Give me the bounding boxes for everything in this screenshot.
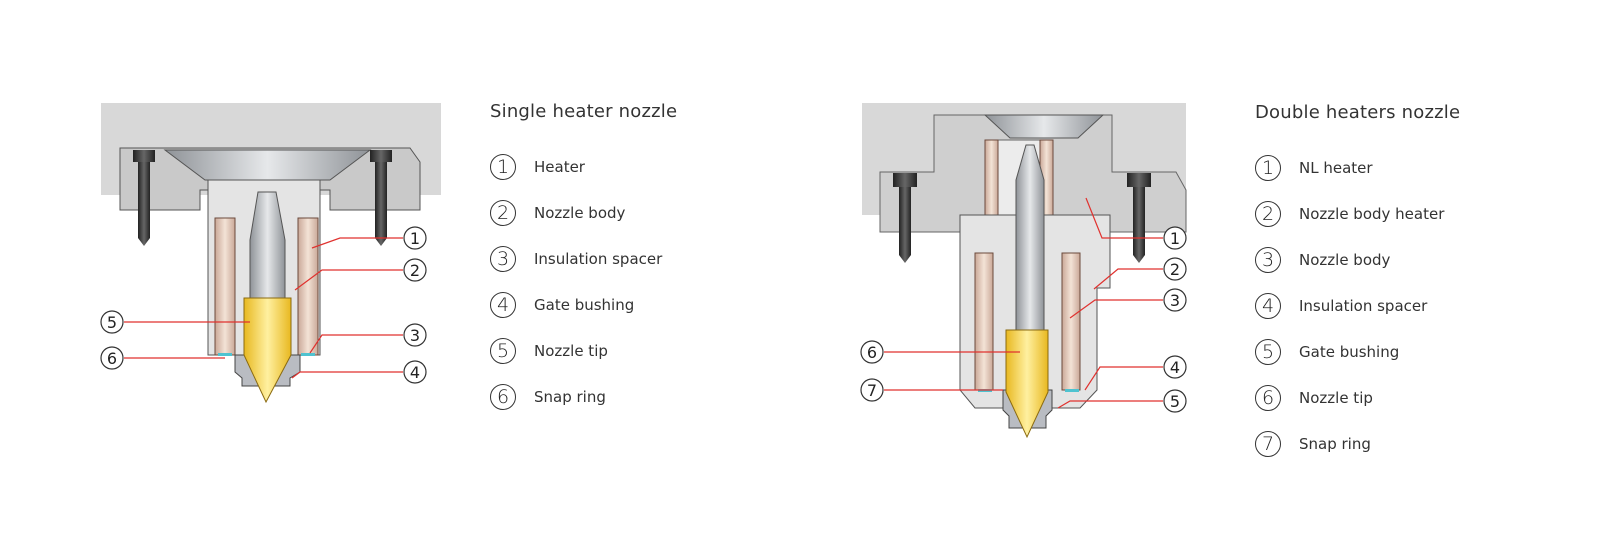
callout-3: 3 — [1170, 291, 1180, 310]
legend-item: 6 Nozzle tip — [1255, 375, 1460, 421]
callout-4: 4 — [410, 363, 420, 382]
bolt-left — [893, 173, 917, 187]
legend-label: Gate bushing — [1299, 343, 1400, 361]
number-badge: 5 — [490, 338, 516, 364]
nozzle-tip — [243, 297, 292, 404]
nl-heater-left — [984, 139, 999, 219]
callout-2: 2 — [410, 261, 420, 280]
legend-item: 3 Nozzle body — [1255, 237, 1460, 283]
number-badge: 3 — [1255, 247, 1281, 273]
number-badge: 6 — [1255, 385, 1281, 411]
legend-label: Nozzle tip — [1299, 389, 1373, 407]
number-badge: 1 — [1255, 155, 1281, 181]
callout-5: 5 — [107, 313, 117, 332]
legend-label: Heater — [534, 158, 585, 176]
callout-3: 3 — [410, 326, 420, 345]
number-badge: 3 — [490, 246, 516, 272]
legend-label: Snap ring — [534, 388, 606, 406]
legend-item: 1 NL heater — [1255, 145, 1460, 191]
callout-1: 1 — [410, 229, 420, 248]
number-badge: 4 — [1255, 293, 1281, 319]
single-heater-nozzle-drawing: 1 2 3 4 5 6 — [100, 103, 441, 404]
legend-item: 7 Snap ring — [1255, 421, 1460, 467]
legend-label: Snap ring — [1299, 435, 1371, 453]
number-badge: 5 — [1255, 339, 1281, 365]
callout-2: 2 — [1170, 260, 1180, 279]
legend-label: Nozzle body — [534, 204, 626, 222]
legend-item: 2 Nozzle body — [490, 190, 677, 236]
legend-item: 5 Nozzle tip — [490, 328, 677, 374]
leader-lines — [124, 237, 403, 379]
legend-label: Nozzle body — [1299, 251, 1391, 269]
legend-item: 4 Gate bushing — [490, 282, 677, 328]
single-heater-legend: Single heater nozzle 1 Heater 2 Nozzle bod… — [490, 101, 677, 420]
callout-6: 6 — [867, 343, 877, 362]
number-badge: 2 — [490, 200, 516, 226]
bolt-left — [133, 150, 155, 162]
nozzle-tip — [1005, 329, 1049, 439]
heater-right — [297, 217, 319, 356]
legend-title: Double heaters nozzle — [1255, 102, 1461, 123]
heater-left — [214, 217, 236, 356]
leader-lines — [884, 197, 1163, 409]
callout-5: 5 — [1170, 392, 1180, 411]
legend-label: Insulation spacer — [1299, 297, 1428, 315]
number-badge: 2 — [1255, 201, 1281, 227]
legend-label: NL heater — [1299, 159, 1373, 177]
number-badge: 7 — [1255, 431, 1281, 457]
number-badge: 6 — [490, 384, 516, 410]
insulation-spacer — [218, 353, 232, 356]
callout-6: 6 — [107, 349, 117, 368]
legend-label: Nozzle tip — [534, 342, 608, 360]
number-badge: 4 — [490, 292, 516, 318]
legend-item: 4 Insulation spacer — [1255, 283, 1460, 329]
sprue-bushing — [163, 149, 372, 181]
legend-title: Single heater nozzle — [490, 101, 678, 122]
legend-label: Insulation spacer — [534, 250, 663, 268]
sprue-bushing — [983, 114, 1105, 139]
callout-7: 7 — [867, 381, 877, 400]
legend-item: 6 Snap ring — [490, 374, 677, 420]
legend-item: 2 Nozzle body heater — [1255, 191, 1460, 237]
bolt-right — [370, 150, 392, 162]
melt-channel — [1015, 144, 1045, 331]
legend-item: 3 Insulation spacer — [490, 236, 677, 282]
bolt-right — [1127, 173, 1151, 187]
legend-label: Nozzle body heater — [1299, 205, 1445, 223]
double-heaters-nozzle-drawing: 1 2 3 4 5 6 7 — [860, 103, 1187, 439]
body-heater-right — [1061, 252, 1081, 391]
legend-item: 5 Gate bushing — [1255, 329, 1460, 375]
legend-item: 1 Heater — [490, 144, 677, 190]
callout-4: 4 — [1170, 358, 1180, 377]
callout-1: 1 — [1170, 229, 1180, 248]
legend-label: Gate bushing — [534, 296, 635, 314]
number-badge: 1 — [490, 154, 516, 180]
body-heater-left — [974, 252, 994, 391]
